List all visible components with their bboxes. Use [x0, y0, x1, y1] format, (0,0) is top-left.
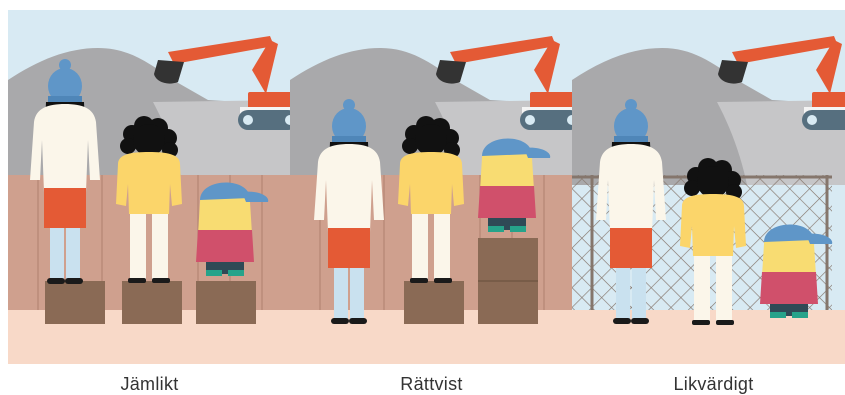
justice-illustration [290, 10, 573, 364]
caption-equity: Likvärdigt [572, 374, 845, 395]
panel-justice [290, 10, 573, 364]
panel-equity [572, 10, 845, 364]
equality-illustration [8, 10, 291, 364]
box-2 [122, 281, 182, 324]
box-1 [45, 281, 105, 324]
box-stack [478, 238, 538, 324]
panel-equality [8, 10, 291, 364]
box-middle [404, 281, 464, 324]
caption-equality: Jämlikt [8, 374, 291, 395]
box-3 [196, 281, 256, 324]
caption-justice: Rättvist [290, 374, 573, 395]
equity-illustration [572, 10, 845, 364]
